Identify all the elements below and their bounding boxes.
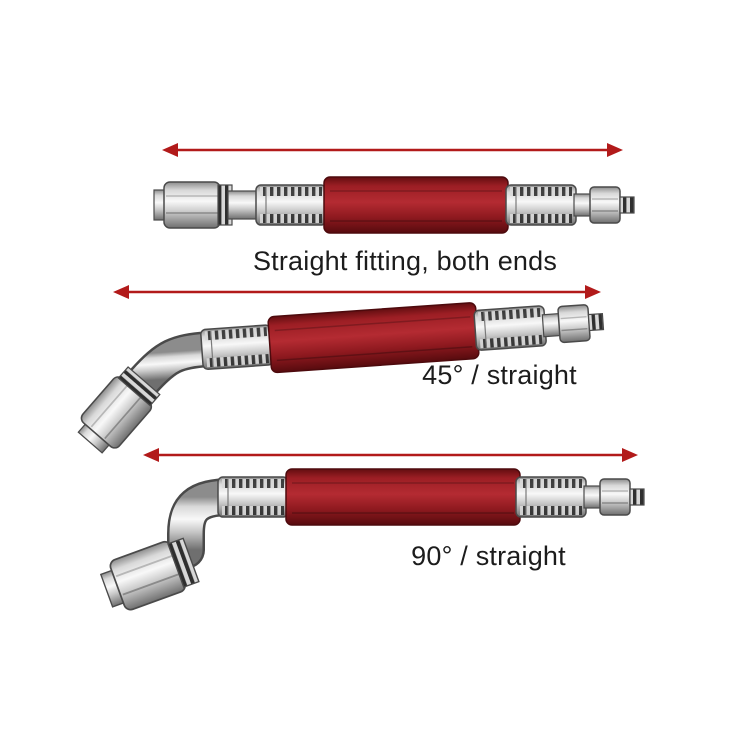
dimension-arrow-straight-both [162,143,623,157]
arrowhead-left-icon [113,285,129,299]
left-90-nut [96,534,201,617]
diagram-label-90-straight: 90° / straight [411,541,566,571]
right-straight-fitting [541,302,605,345]
left-ferrule [255,184,327,226]
rubber-hose-section [323,176,509,234]
left-ferrule [217,476,289,518]
arrowhead-right-icon [585,285,601,299]
dimension-arrow-45-straight [113,285,601,299]
left-ferrule [199,324,274,371]
right-straight-fitting [583,478,645,516]
rubber-hose-section [285,468,521,526]
dimension-arrow-90-straight [143,448,638,462]
right-ferrule [515,476,587,518]
hose-90-straight [96,468,645,617]
hose-straight-both-ends [153,176,635,234]
left-straight-nut [153,181,233,229]
hose-45-straight [71,302,605,460]
arrowhead-right-icon [607,143,623,157]
diagram-label-45-straight: 45° / straight [422,360,577,390]
45-degree-elbow-tube [128,333,224,397]
arrowhead-left-icon [143,448,159,462]
arrowhead-right-icon [622,448,638,462]
right-straight-fitting [573,186,635,224]
right-ferrule [473,304,548,352]
diagram-label-straight-both-ends: Straight fitting, both ends [252,246,558,276]
right-ferrule [505,184,577,226]
arrowhead-left-icon [162,143,178,157]
